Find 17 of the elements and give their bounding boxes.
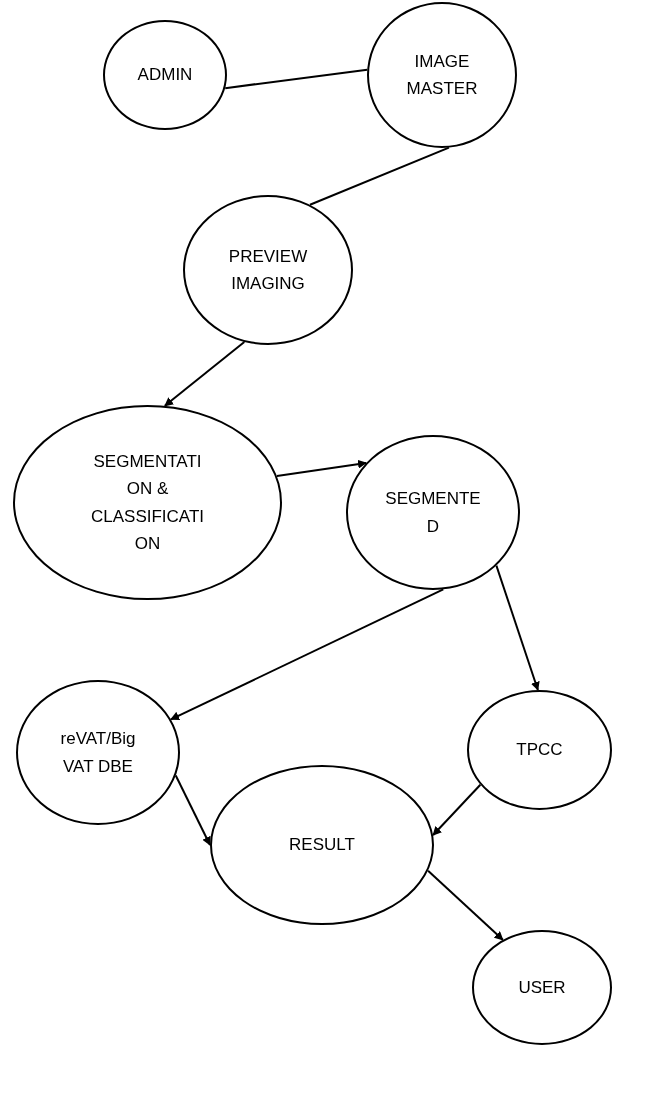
connector-line (224, 68, 369, 90)
connector-line (309, 146, 450, 206)
arrow (169, 588, 445, 721)
node-label: ADMIN (137, 64, 193, 87)
arrow (432, 783, 482, 837)
node-label: RESULT (289, 834, 355, 857)
node-label: IMAGE MASTER (405, 50, 479, 100)
node-label: SEGMENTATI ON & CLASSIFICATI ON (89, 451, 205, 555)
node-label: PREVIEW IMAGING (227, 245, 309, 295)
arrow (495, 564, 540, 691)
arrow (163, 341, 246, 407)
node-label: USER (518, 976, 566, 999)
arrow (427, 869, 504, 941)
node-label: reVAT/Big VAT DBE (59, 728, 137, 778)
arrow (174, 774, 211, 846)
node-label: SEGMENTE D (384, 488, 482, 538)
node-label: TPCC (516, 739, 563, 762)
